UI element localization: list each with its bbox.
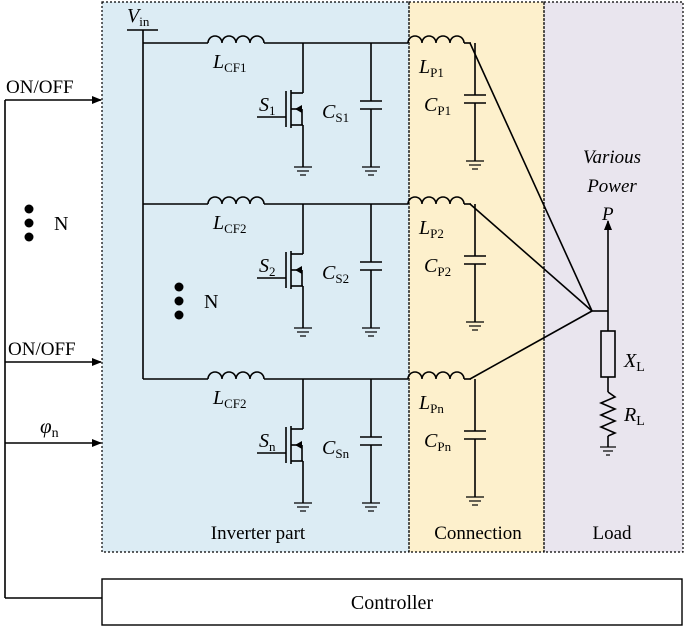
cs-1-symbol: C [322,101,336,123]
lp-3-sub: Pn [430,401,444,416]
cs-2-symbol: C [322,262,336,284]
cp-3-symbol: C [424,430,438,452]
various-label: Various [583,147,641,168]
svg-text:CS1: CS1 [322,101,349,125]
svg-text:LCF2: LCF2 [212,387,247,411]
cs-1-sub: S1 [335,110,349,125]
svg-text:CPn: CPn [424,430,452,454]
svg-text:LP2: LP2 [418,217,444,241]
left-n-label: N [54,213,68,235]
inner-n-label: N [204,291,218,313]
svg-text:Sn: Sn [259,430,276,454]
cs-3-sub: Sn [335,446,349,461]
svg-text:φn: φn [40,414,59,441]
vin-sub: in [139,14,150,29]
output-lines [469,42,608,380]
svg-text:LCF1: LCF1 [212,51,247,75]
vin-symbol: V [127,5,142,27]
load-network: Various Power P XL RL [583,147,645,456]
svg-text:CP2: CP2 [424,255,451,279]
lcf-3-symbol: L [212,387,224,409]
cs-2-sub: S2 [335,271,349,286]
xl-symbol: X [623,350,637,372]
lcf-1-sub: CF1 [224,60,246,75]
connection-region [409,2,544,552]
svg-text:CSn: CSn [322,437,350,461]
lcf-2-sub: CF2 [224,221,246,236]
cp-1-sub: P1 [437,103,451,118]
cp-1-symbol: C [424,94,438,116]
svg-text:S2: S2 [259,255,276,279]
controller-box [101,578,683,626]
cp-2-sub: P2 [437,264,451,279]
inner-ellipsis: N [174,282,218,320]
power-label: Power [586,176,637,197]
onoff-middle-label: ON/OFF [8,339,76,360]
lcf-2-symbol: L [212,212,224,234]
load-label: Load [592,523,632,544]
resistor-rl [598,391,618,437]
svg-text:S1: S1 [259,94,276,118]
cs-3-symbol: C [322,437,336,459]
sw-2-symbol: S [259,255,269,277]
connection-label: Connection [434,523,522,544]
svg-text:XL: XL [623,350,645,375]
phi-symbol: φ [40,414,52,438]
controller-label: Controller [351,592,434,614]
svg-text:RL: RL [623,404,645,429]
lp-2-symbol: L [418,217,430,239]
svg-text:Vin: Vin [127,5,150,29]
rl-symbol: R [623,404,636,426]
svg-text:LP1: LP1 [418,56,444,80]
sw-1-symbol: S [259,94,269,116]
sw-3-symbol: S [259,430,269,452]
rl-sub: L [636,414,645,429]
svg-text:CP1: CP1 [424,94,451,118]
power-symbol: P [601,204,614,225]
xl-sub: L [636,360,645,375]
svg-text:LCF2: LCF2 [212,212,247,236]
load-region [544,2,683,552]
phi-sub: n [52,426,59,441]
cp-3-sub: Pn [437,439,451,454]
sw-1-sub: 1 [269,103,276,118]
inverter-region [102,2,409,552]
lp-2-sub: P2 [430,226,444,241]
svg-text:LPn: LPn [418,392,444,416]
lcf-1-symbol: L [212,51,224,73]
sw-2-sub: 2 [269,264,276,279]
cp-2-symbol: C [424,255,438,277]
control-signals: ON/OFF ON/OFF φn N [4,77,102,599]
lp-1-symbol: L [418,56,430,78]
lp-3-symbol: L [418,392,430,414]
lcf-3-sub: CF2 [224,396,246,411]
sw-3-sub: n [269,439,276,454]
lp-1-sub: P1 [430,65,444,80]
inverter-part-label: Inverter part [211,523,306,544]
svg-text:CS2: CS2 [322,262,349,286]
onoff-top-label: ON/OFF [6,77,74,98]
